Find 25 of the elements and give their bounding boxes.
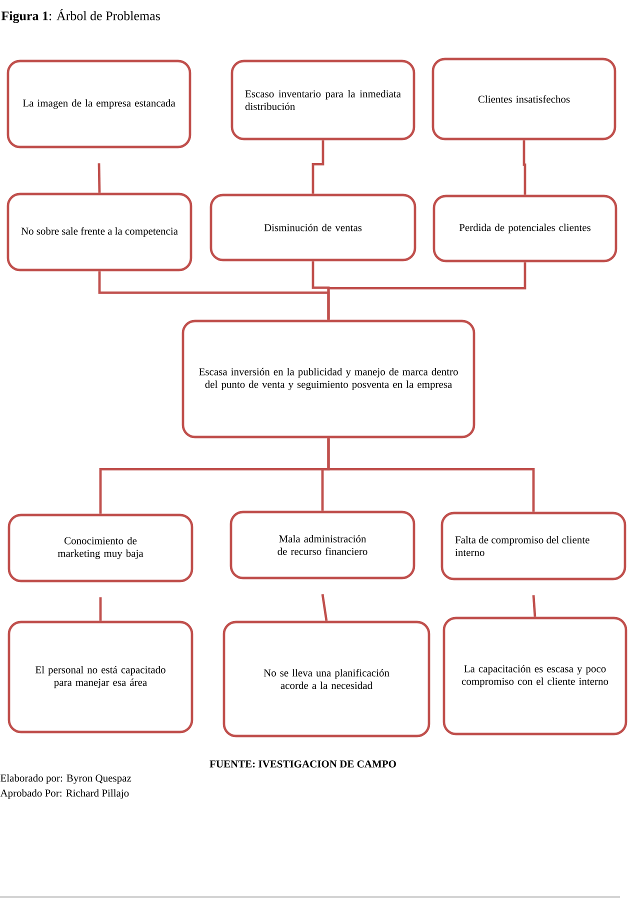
problem-box: No sobre sale frente a la competencia [6,192,192,272]
problem-box: Conocimiento de marketing muy baja [8,514,194,582]
connector-line [98,163,101,193]
problem-box: Clientes insatisfechos [432,58,616,140]
problem-box: Perdida de potenciales clientes [432,194,618,262]
problem-box: No se lleva una planificación acorde a la necesidad [222,620,430,738]
credit-line: Elaborado por: Byron Quespaz [0,774,132,784]
connector-line [327,262,526,320]
problem-box: La imagen de la empresa estancada [6,60,192,148]
source-note: FUENTE: IVESTIGACION DE CAMPO [210,760,396,768]
problem-box: Escaso inventario para la inmediata distribución [230,60,416,140]
problem-box: Falta de compromiso del cliente interno [440,512,626,580]
figure-title: Figura 1: Árbol de Problemas [1,9,160,24]
problem-box: El personal no está capacitado para manejar esa área [8,620,194,734]
connector-line [327,438,535,512]
credit-line: Aprobado Por: Richard Pillajo [0,789,129,799]
connector-line [522,140,526,195]
problem-box: La capacitación es escasa y poco compromiso con el cliente interno [442,616,628,736]
problem-box: Disminución de ventas [210,194,416,262]
connector-line [99,597,102,621]
problem-box: Escasa inversión en la publicidad y manejo de marca dentro del punto de venta y seguimiento posventa en la empresa [182,320,476,438]
connector-line [532,595,536,617]
problem-box: Mala administración de recurso financiero [230,510,416,580]
connector-line [321,594,328,621]
connector-line [312,140,324,194]
